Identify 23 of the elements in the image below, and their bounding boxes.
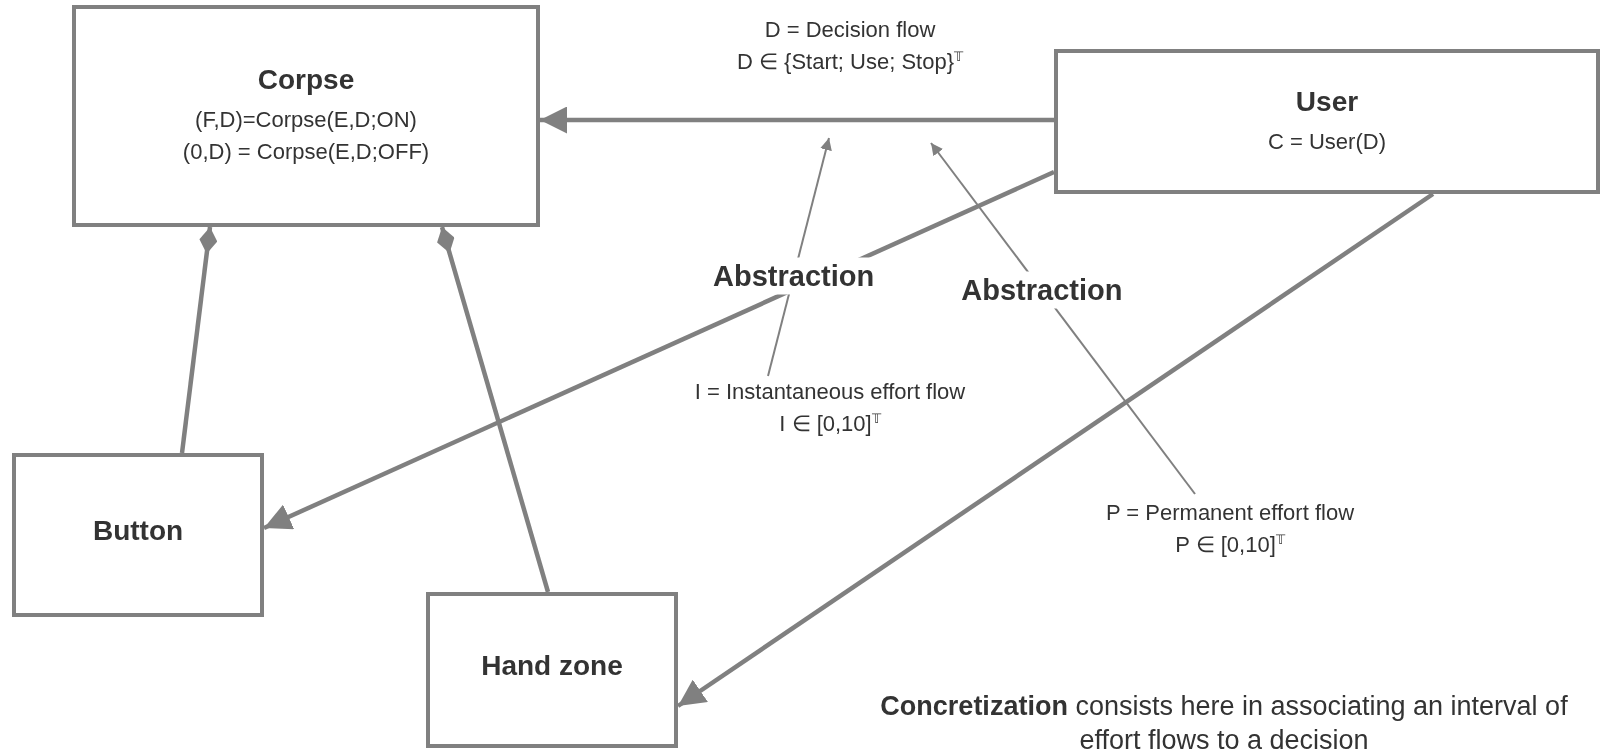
flow-text: (F,D)=Corpse(E,D;ON): [195, 106, 417, 135]
arrow: [540, 106, 1054, 134]
note-text: Concretization consists here in associating an interval of effort flows to a decision: [879, 690, 1569, 752]
class-box: [1054, 49, 1600, 194]
flow-text: P = Permanent effort flow: [1105, 499, 1355, 528]
composition-line: [179, 226, 218, 454]
box-title: Button: [92, 515, 184, 547]
flow-text: I = Instantaneous effort flow: [694, 378, 966, 407]
leader-arrow: [930, 142, 1196, 495]
flow-text: C = User(D): [1268, 127, 1386, 156]
arrow: [263, 169, 1055, 531]
flow-text: D ∈ {Start; Use; Stop}$^{𝕋}$: [736, 47, 964, 76]
class-box: [426, 592, 678, 748]
flow-text: P ∈ [0,10]$^{𝕋}$: [1175, 530, 1285, 559]
class-box: [12, 453, 264, 617]
flow-text: I ∈ [0,10]$^{𝕋}$: [779, 409, 881, 438]
flow-text: (0,D) = Corpse(E,D;OFF): [182, 138, 430, 166]
flow-text: D = Decision flow: [764, 16, 936, 45]
box-title: Corpse: [257, 64, 355, 97]
box-title: User: [1295, 85, 1359, 118]
composition-line: [437, 226, 551, 593]
class-box: [72, 5, 540, 227]
box-title: Hand zone: [481, 650, 623, 682]
